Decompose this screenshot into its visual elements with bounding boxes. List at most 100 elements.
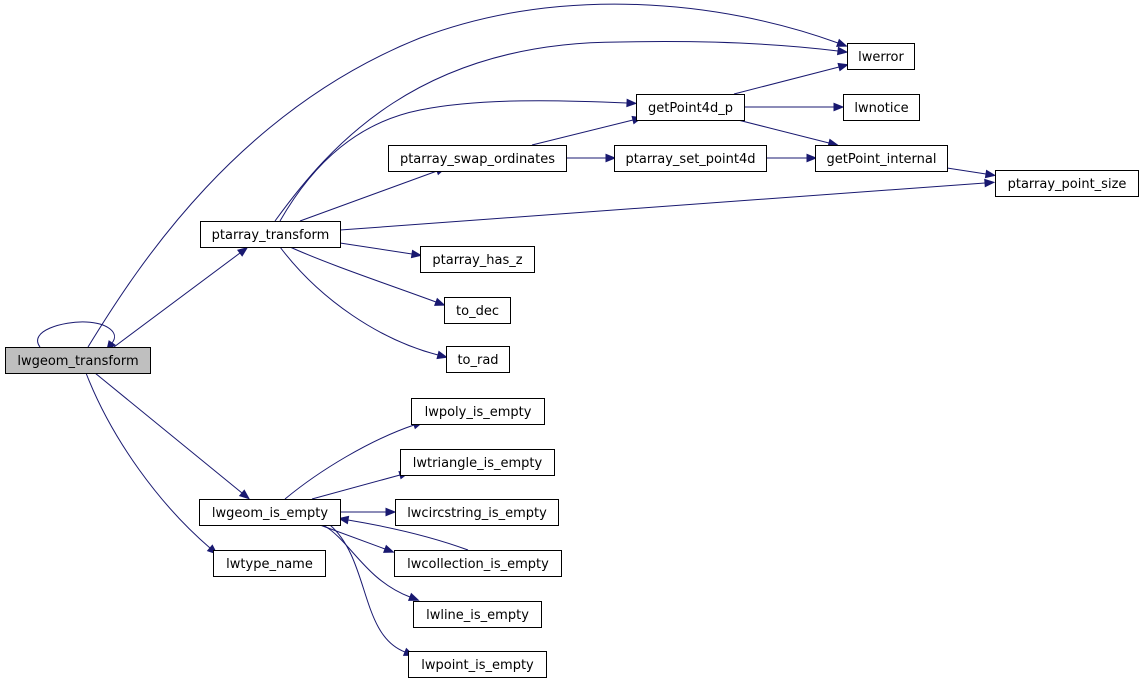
node-label: lwgeom_is_empty [212,506,329,521]
edge-ptarray-transform-to-to-dec-line [289,246,437,303]
edge-getPoint-internal-to-ptarray-point-size [946,167,997,179]
edge-lwcollection-is-empty-to-lwgeom-is-empty-line [347,519,469,551]
node-label: lwcircstring_is_empty [407,506,547,521]
node-box [408,651,547,678]
edge-lwgeom-transform-to-ptarray-transform-arrowhead [237,246,249,257]
edge-lwgeom-is-empty-to-lwtriangle-is-empty-line [311,474,401,500]
edge-lwcollection-is-empty-to-lwgeom-is-empty [337,515,469,551]
node-ptarray-swap-ordinates[interactable]: ptarray_swap_ordinates [388,145,567,172]
node-lwline-is-empty[interactable]: lwline_is_empty [413,601,542,628]
node-label: to_rad [457,353,498,368]
edge-ptarray-transform-to-to-rad-arrowhead [436,350,449,360]
edge-lwgeom-is-empty-to-lwcollection-is-empty-arrowhead [383,544,395,553]
edge-lwgeom-is-empty-to-lwline-is-empty-arrowhead [407,592,420,601]
edge-ptarray-transform-to-getPoint4d-p-line [279,100,628,222]
edge-lwgeom-is-empty-to-lwcircstring-is-empty [340,507,397,517]
node-label: ptarray_has_z [432,253,522,268]
node-box [400,449,555,476]
edge-ptarray-transform-to-getPoint4d-p [279,98,638,222]
node-label: ptarray_transform [212,228,330,243]
edge-lwgeom-transform-to-lwgeom-is-empty [94,372,251,500]
node-label: getPoint4d_p [648,101,733,116]
edge-lwgeom-transform-to-lwerror-line [87,3,839,348]
node-box [446,346,510,373]
edge-ptarray-transform-to-lwerror-line [274,41,839,222]
node-box [847,43,915,70]
node-ptarray-set-point4d[interactable]: ptarray_set_point4d [614,145,767,172]
edge-lwgeom-transform-to-lwtype-name [85,372,218,555]
edge-ptarray-transform-to-to-dec [289,246,446,306]
node-label: lwerror [858,50,904,65]
node-label: lwtype_name [226,557,313,572]
node-box [636,94,745,121]
node-to-rad[interactable]: to_rad [446,346,510,373]
node-box [815,145,948,172]
edge-ptarray-set-point4d-to-getPoint-internal [766,153,818,163]
node-lwpoly-is-empty[interactable]: lwpoly_is_empty [411,398,545,425]
edge-getPoint4d-p-to-getPoint-internal [737,119,840,148]
edge-lwgeom-is-empty-to-lwcollection-is-empty [319,524,395,553]
node-box [614,145,767,172]
node-lwcircstring-is-empty[interactable]: lwcircstring_is_empty [395,499,559,526]
node-box [199,499,341,526]
node-label: ptarray_set_point4d [626,152,756,167]
edge-lwgeom-is-empty-to-lwline-is-empty [322,524,420,601]
edge-lwgeom-transform-to-lwgeom-transform [37,321,116,352]
edge-ptarray-transform-to-to-rad [279,246,449,360]
edge-lwgeom-is-empty-to-lwcollection-is-empty-line [319,524,386,550]
edge-ptarray-transform-to-lwerror [274,41,849,222]
edge-getPoint4d-p-to-lwerror-arrowhead [837,62,850,72]
edge-lwcollection-is-empty-to-lwgeom-is-empty-arrowhead [337,515,350,525]
node-box [420,246,535,273]
edge-getPoint4d-p-to-lwerror-line [733,66,840,95]
edge-lwgeom-is-empty-to-lwline-is-empty-line [322,524,411,598]
edge-ptarray-transform-to-ptarray-point-size-arrowhead [984,178,996,188]
edge-ptarray-swap-ordinates-to-getPoint4d-p [531,115,644,146]
edge-getPoint4d-p-to-lwnotice [744,102,845,112]
edge-lwgeom-is-empty-to-lwpoly-is-empty-line [284,424,415,500]
edge-ptarray-set-point4d-to-getPoint-internal-arrowhead [806,153,818,163]
edge-getPoint-internal-to-ptarray-point-size-arrowhead [984,169,997,179]
node-getPoint4d-p[interactable]: getPoint4d_p [636,94,745,121]
edge-ptarray-transform-to-ptarray-swap-ordinates [299,167,447,222]
edge-lwgeom-transform-to-lwtype-name-line [85,372,211,549]
node-label: getPoint_internal [826,152,936,167]
edge-ptarray-transform-to-to-dec-arrowhead [434,297,446,306]
edge-ptarray-transform-to-getPoint4d-p-arrowhead [626,98,638,108]
node-box [411,398,545,425]
node-ptarray-has-z[interactable]: ptarray_has_z [420,246,535,273]
node-lwnotice[interactable]: lwnotice [843,94,920,121]
node-getPoint-internal[interactable]: getPoint_internal [815,145,948,172]
edge-lwgeom-transform-to-ptarray-transform [113,246,249,348]
node-label: lwpoint_is_empty [421,658,534,673]
node-label: lwcollection_is_empty [407,557,549,572]
node-to-dec[interactable]: to_dec [444,297,511,324]
node-ptarray-point-size[interactable]: ptarray_point_size [995,170,1139,197]
node-lwgeom-transform[interactable]: lwgeom_transform [5,347,151,374]
node-ptarray-transform[interactable]: ptarray_transform [200,221,341,248]
node-box [5,347,151,374]
edge-lwgeom-is-empty-to-lwpoint-is-empty-line [329,524,406,653]
node-lwtype-name[interactable]: lwtype_name [213,550,326,577]
node-label: lwnotice [854,101,908,116]
node-label: lwgeom_transform [17,354,138,369]
edge-lwgeom-transform-to-lwerror-arrowhead [836,38,848,47]
node-lwerror[interactable]: lwerror [847,43,915,70]
node-box [444,297,511,324]
edge-ptarray-transform-to-ptarray-has-z-arrowhead [410,249,423,259]
edge-ptarray-transform-to-ptarray-swap-ordinates-line [299,170,438,222]
node-label: ptarray_point_size [1008,177,1127,192]
edge-ptarray-transform-to-ptarray-has-z-line [339,242,413,255]
node-lwgeom-is-empty[interactable]: lwgeom_is_empty [199,499,341,526]
node-box [388,145,567,172]
node-box [213,550,326,577]
edge-lwgeom-transform-to-lwgeom-transform-line [37,321,115,348]
node-lwcollection-is-empty[interactable]: lwcollection_is_empty [394,550,562,577]
edge-getPoint-internal-to-ptarray-point-size-line [946,167,987,175]
edge-getPoint4d-p-to-getPoint-internal-line [737,119,830,144]
node-lwtriangle-is-empty[interactable]: lwtriangle_is_empty [400,449,555,476]
node-lwpoint-is-empty[interactable]: lwpoint_is_empty [408,651,547,678]
edge-ptarray-swap-ordinates-to-getPoint4d-p-line [531,119,634,146]
edge-ptarray-transform-to-ptarray-point-size [339,178,996,231]
edge-lwgeom-transform-to-lwerror [87,3,848,348]
